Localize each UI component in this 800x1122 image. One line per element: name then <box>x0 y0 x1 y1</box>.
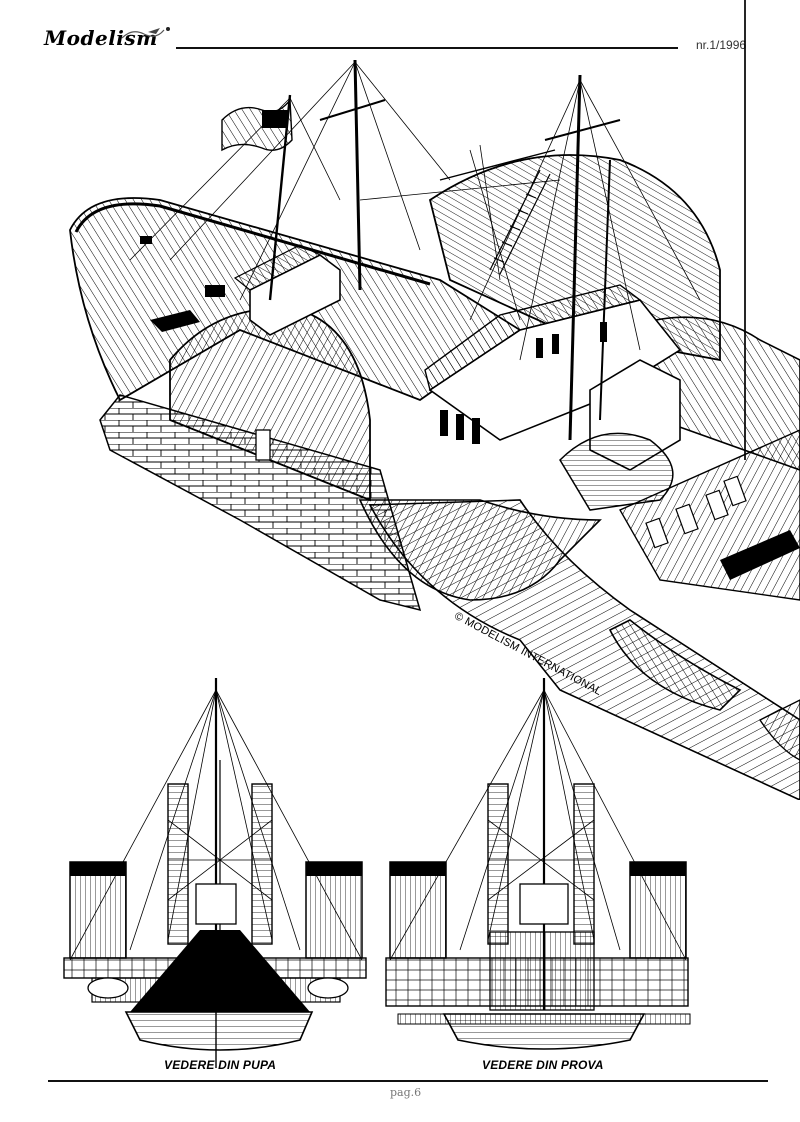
page-number: pag.6 <box>390 1086 422 1099</box>
dark-hatch <box>720 530 800 580</box>
stern-view-caption: VEDERE DIN PUPA <box>164 1058 277 1072</box>
magazine-logo: Modelism <box>44 26 158 50</box>
capstan <box>205 285 225 297</box>
deck-fitting <box>140 236 152 244</box>
scan-edge <box>744 0 746 460</box>
stern-shell <box>358 499 602 601</box>
anchor-gear <box>150 310 200 332</box>
rigging <box>129 61 701 361</box>
bridge-roof <box>233 244 322 291</box>
footer-rule <box>48 1080 768 1082</box>
us-flag-icon <box>221 98 293 152</box>
lifeboat-2 <box>758 699 800 761</box>
header-rule <box>176 47 678 49</box>
page-header: Modelism nr.1/1996 <box>0 0 800 70</box>
mainmast <box>568 74 582 441</box>
logo-airplane-icon <box>121 27 170 39</box>
ladder <box>489 169 551 275</box>
hull-side <box>99 394 422 612</box>
side-deck-hatches <box>645 475 747 549</box>
bow-view-caption: VEDERE DIN PROVA <box>482 1058 604 1072</box>
bulwark-rim <box>74 202 431 286</box>
issue-number: nr.1/1996 <box>696 38 747 52</box>
deckhouse-roof <box>424 284 642 392</box>
mizzen <box>599 159 611 421</box>
isometric-ship-drawing <box>69 59 800 800</box>
lifeboat <box>608 619 742 711</box>
foremast <box>353 59 362 291</box>
vent <box>255 429 271 461</box>
